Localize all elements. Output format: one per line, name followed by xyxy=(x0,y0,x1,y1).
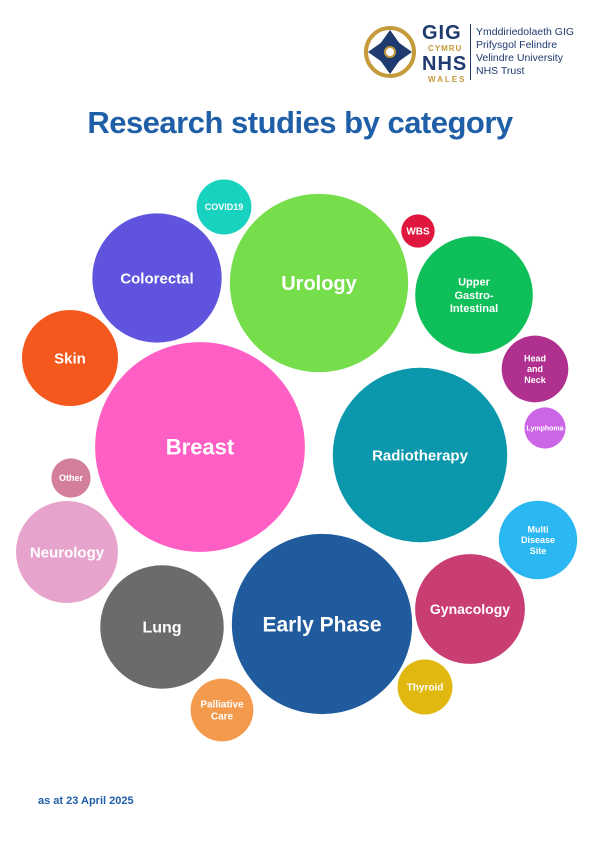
logo-wales: WALES xyxy=(428,75,467,84)
bubble-circle-early-phase xyxy=(231,533,413,715)
bubble-circle-lymphoma xyxy=(524,407,566,449)
bubble-circle-gynacology xyxy=(415,554,525,664)
bubble-neurology: Neurology xyxy=(16,501,118,603)
bubble-label-neurology: Neurology xyxy=(30,544,105,561)
logo-trust-name: Ymddiriedolaeth GIG Prifysgol Felindre V… xyxy=(476,26,574,78)
bubble-circle-covid19 xyxy=(196,179,252,235)
bubble-circle-upper-gastro-intestinal xyxy=(415,236,533,354)
bubble-circle-skin xyxy=(21,309,119,407)
logo-line: Ymddiriedolaeth GIG xyxy=(476,26,575,38)
bubble-breast: Breast xyxy=(95,342,305,552)
bubble-covid19: COVID19 xyxy=(196,179,252,235)
logo-line: NHS Trust xyxy=(476,65,525,77)
bubble-urology: Urology xyxy=(229,193,409,373)
logo-gig: GIG xyxy=(422,22,462,44)
bubble-label-thyroid: Thyroid xyxy=(407,683,444,694)
bubble-circle-thyroid xyxy=(397,659,453,715)
bubble-label-urology: Urology xyxy=(281,273,357,295)
bubble-circle-head-and-neck xyxy=(501,335,569,403)
bubble-colorectal: Colorectal xyxy=(92,213,222,343)
nhs-velindre-logo: GIG CYMRU NHS WALES Ymddiriedolaeth GIG … xyxy=(362,20,582,84)
logo-divider xyxy=(470,24,471,80)
bubble-label-colorectal: Colorectal xyxy=(120,270,193,287)
bubble-circle-urology xyxy=(229,193,409,373)
bubble-circle-multi-disease-site xyxy=(498,500,578,580)
bubble-label-wbs: WBS xyxy=(406,227,430,238)
bubble-circle-lung xyxy=(100,565,224,689)
bubble-circle-colorectal xyxy=(92,213,222,343)
bubble-label-other: Other xyxy=(59,473,84,483)
bubble-circle-other xyxy=(51,458,91,498)
bubble-thyroid: Thyroid xyxy=(397,659,453,715)
bubble-lymphoma: Lymphoma xyxy=(524,407,566,449)
logo-nhs: NHS xyxy=(422,53,468,75)
date-footnote: as at 23 April 2025 xyxy=(38,795,134,807)
bubble-label-skin: Skin xyxy=(54,350,86,367)
bubble-skin: Skin xyxy=(21,309,119,407)
bubble-circle-radiotherapy xyxy=(332,367,508,543)
bubble-gynacology: Gynacology xyxy=(415,554,525,664)
celtic-knot-icon xyxy=(364,26,416,78)
bubble-label-breast: Breast xyxy=(166,435,235,460)
bubble-circle-breast xyxy=(95,342,305,552)
bubble-label-gynacology: Gynacology xyxy=(430,601,510,617)
bubble-circle-neurology xyxy=(16,501,118,603)
bubble-label-early-phase: Early Phase xyxy=(262,613,381,636)
bubble-label-covid19: COVID19 xyxy=(205,202,244,212)
bubble-circle-palliative-care xyxy=(190,678,254,742)
bubble-early-phase: Early Phase xyxy=(231,533,413,715)
bubble-lung: Lung xyxy=(100,565,224,689)
bubble-circle-wbs xyxy=(401,214,435,248)
logo-line: Velindre University xyxy=(476,52,563,64)
bubble-radiotherapy: Radiotherapy xyxy=(332,367,508,543)
logo-line: Prifysgol Felindre xyxy=(476,39,558,51)
logo-cymru: CYMRU xyxy=(428,44,463,53)
bubble-wbs: WBS xyxy=(401,214,435,248)
page-title: Research studies by category xyxy=(87,105,513,140)
bubble-label-lymphoma: Lymphoma xyxy=(526,425,563,432)
bubble-other: Other xyxy=(51,458,91,498)
bubble-label-lung: Lung xyxy=(142,620,181,637)
bubble-label-radiotherapy: Radiotherapy xyxy=(372,447,469,464)
